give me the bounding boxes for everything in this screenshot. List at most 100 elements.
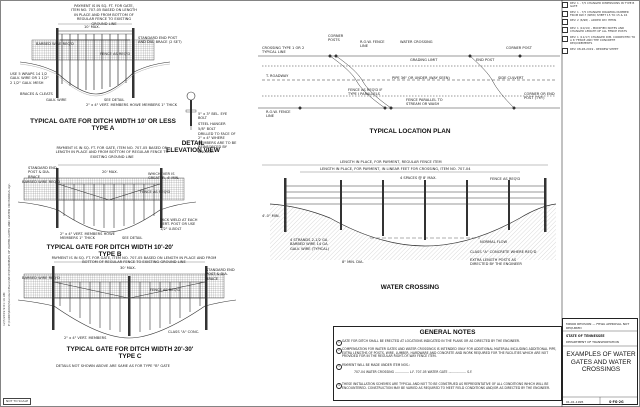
revision-marker	[562, 35, 568, 42]
revision-marker	[562, 10, 568, 17]
dept-label: DEPARTMENT OF TRANSPORTATION	[566, 340, 619, 344]
revision-row: REV. 1 (11/17) CHANGED DIM. CORRECTED TO…	[562, 35, 636, 46]
gate-b-end-post-label: STANDARD END POST & DIA. BRACE	[28, 166, 57, 179]
revision-marker	[562, 27, 568, 34]
location-side-culvert-label: SIDE CULVERT	[498, 76, 524, 80]
location-plan-drawing	[258, 54, 560, 110]
gate-a-braces-label: BRACES & CLEATS	[20, 92, 53, 96]
revision-marker	[562, 47, 568, 54]
gate-a-drawing	[19, 23, 171, 98]
revision-marker	[562, 19, 568, 26]
minor-revision-note: MINOR REVISION — FHWA APPROVAL NOT REQUI…	[566, 322, 630, 331]
crossing-fence-label: FENCE AS REQ'D	[490, 177, 521, 181]
location-end-post-label: END POST	[476, 58, 495, 62]
revision-row: REV. 1 - 7/5 CHANGED DRAWING NUMBER FROM…	[562, 10, 636, 18]
detail-hanger-label: STEEL HANGER	[198, 122, 226, 126]
detail-elevation-drawing	[185, 91, 197, 130]
location-water-crossing-label: WATER CROSSING	[400, 40, 433, 44]
gate-c-barbed-wire-label: BARBED WIRE REQ'D	[22, 276, 60, 280]
gate-a-fence-label: FENCE AS REQ'D	[100, 52, 131, 56]
gate-c-title: TYPICAL GATE FOR DITCH WIDTH 20'-30'	[66, 346, 194, 353]
location-grading-limit-label: GRADING LIMIT	[410, 58, 438, 62]
detail-eye-bolt-label: 5" x 3" BEL. EYE BOLT	[198, 112, 228, 121]
gate-a-payment-note: PAYMENT IS IN SQ. FT. FOR GATE, ITEM NO.…	[71, 4, 137, 26]
location-corner-end-label: CORNER OR END POST (TYP.)	[524, 92, 555, 101]
gate-a-wraps-label: USE 5 WRAPS 14 1/2 GALV. WIRE OR 1 1/2" …	[10, 72, 49, 85]
crossing-length-label: LENGTH IN PLACE, FOR PAYMENT, REGULAR FE…	[340, 160, 442, 164]
detail-title: DETAIL	[181, 140, 205, 147]
gate-a-see-detail-label: SEE DETAIL	[104, 98, 125, 102]
title-block: MINOR REVISION — FHWA APPROVAL NOT REQUI…	[562, 318, 638, 405]
gate-b-subtitle: TYPE B	[98, 251, 122, 258]
sheet-title: EXAMPLES OF WATER GATES AND WATER CROSSI…	[566, 351, 636, 374]
gate-a-subtitle: TYPE A	[91, 125, 115, 132]
gate-b-title: TYPICAL GATE FOR DITCH WIDTH 10'-20'	[46, 244, 174, 251]
gate-c-concrete-label: CLASS "A" CONC.	[168, 330, 200, 334]
location-row-label: R.O.W. FENCE LINE	[360, 40, 385, 49]
not-to-scale-stamp: NOT TO SCALE	[3, 398, 32, 405]
revision-row: REV. 1 (10/19) - MODIFIED NOTES AND CHAN…	[562, 27, 636, 34]
location-fence-ditch-label: FENCE AS REQ'D IF TYPE I PARALLELS	[348, 88, 383, 97]
gate-c-end-post-label: STANDARD END POST & DIA. BRACE	[206, 268, 235, 281]
detail-drill-label: DRILLED TO FACE OF 2" x 4" WHERE MEMBERS…	[198, 132, 237, 154]
revision-row: REV. 1 - 7/5 CHANGED DIMENSIONS IN TYPE …	[562, 1, 636, 9]
crossing-class-a-label: CLASS "A" CONCRETE WHERE REQ'D	[470, 250, 537, 254]
crossing-spaces-label: 4 SPACES @ 8' MAX.	[400, 176, 437, 180]
revision-block: REV. 1 - 7/5 CHANGED DIMENSIONS IN TYPE …	[562, 1, 636, 56]
revision-marker	[562, 2, 568, 8]
gate-c-drawing	[17, 261, 237, 339]
location-corner-posts-label: CORNER POSTS	[328, 34, 344, 43]
sheet-number: S-FG-2G	[609, 400, 624, 404]
revision-row: REV. 08-28-2019 - REDREW SHEET	[562, 47, 636, 54]
gate-b-width-dim: 20' MAX.	[102, 170, 118, 174]
detail-subtitle: ELEVATION VIEW	[166, 147, 220, 154]
sheet-date: 01-01-1995	[566, 400, 584, 404]
gate-b-tack-weld-label: TACK WELD AT EACH VERT. POST OR USE 1/2"…	[160, 218, 198, 231]
gate-c-fence-label: FENCE AS REQ'D	[150, 288, 181, 292]
location-roadway-label: T. ROADWAY	[266, 74, 289, 78]
revision-row: REV. 2 (6/98) - ADDED PAY ITEMS	[562, 18, 636, 26]
crossing-min-depth-label: 4'-0" MIN.	[262, 214, 280, 218]
gate-b-fence-label: FENCE AS REQ'D	[140, 190, 171, 194]
gate-a-members-label: 2" x 4" VERT. MEMBERS HOWE MEMBERS 1" TH…	[86, 103, 178, 107]
gate-b-whichever-label: WHICHEVER IS GREATER, 4' MIN.	[148, 172, 180, 181]
location-title: TYPICAL LOCATION PLAN	[369, 128, 451, 135]
crossing-extra-posts-label: EXTRA LENGTH POSTS AS DIRECTED BY THE EN…	[470, 258, 522, 267]
crossing-normal-flow-label: NORMAL FLOW	[480, 240, 508, 244]
crossing-title: WATER CROSSING	[380, 284, 440, 291]
gate-a-width-dim: 10' MAX.	[84, 25, 100, 29]
note-pay-items: 707-04 WATER CROSSING .............. L.F…	[354, 370, 473, 374]
location-corner-post-label: CORNER POST	[506, 46, 532, 50]
location-crossing-label: CROSSING TYPE 1 OR 2 TYPICAL LINE	[262, 46, 305, 55]
gate-c-width-dim: 30' MAX.	[120, 266, 136, 270]
gate-a-galv-wire-label: GALV. WIRE	[46, 98, 67, 102]
gate-b-payment-note: PAYMENT IS IN SQ. FT. FOR GATE, ITEM NO.…	[55, 146, 169, 159]
gate-c-payment-note: PAYMENT IS IN SQ. FT. FOR GATE, ITEM NO.…	[51, 256, 217, 265]
gate-a-end-post-label: STANDARD END POST AND DIA. BRACE (2 SET)	[138, 36, 182, 45]
gate-c-subtitle: TYPE C	[118, 353, 142, 360]
location-row-fence-label: R.O.W. FENCE LINE	[266, 110, 291, 119]
state-label: STATE OF TENNESSEE	[566, 334, 605, 338]
gate-c-members-label: 2" x 4" VERT. MEMBERS	[64, 336, 107, 340]
detail-bolt-label: 5/8" BOLT	[198, 127, 216, 131]
crossing-length2-label: LENGTH IN PLACE, FOR PAYMENT, IN LINEAR …	[320, 167, 471, 171]
gate-a-title: TYPICAL GATE FOR DITCH WIDTH 10' OR LESS	[30, 118, 176, 125]
crossing-min-dia-label: 8" MIN. DIA.	[342, 260, 364, 264]
gate-b-drawing	[17, 164, 197, 233]
gate-a-barbed-wire-label: BARBED WIRE REQ'D	[36, 42, 74, 46]
gate-b-see-detail-label: SEE DETAIL	[122, 236, 143, 240]
gate-b-members-label: 2" x 4" VERT. MEMBERS HOWE MEMBERS 1" TH…	[60, 232, 115, 241]
general-notes-heading: GENERAL NOTES	[419, 329, 476, 336]
gate-c-footnote: DETAILS NOT SHOWN ABOVE ARE SAME AS FOR …	[56, 364, 170, 368]
water-crossing-drawing	[262, 164, 557, 260]
gate-b-barbed-wire-label: BARBED WIRE REQ'D	[22, 180, 60, 184]
location-fence-parallel-label: FENCE PARALLEL TO STREAM OR WASH	[406, 98, 443, 107]
crossing-strands-label: 4 STRANDS 2-1/2 GA BARBED WIRE 14 GA GAL…	[290, 238, 330, 251]
